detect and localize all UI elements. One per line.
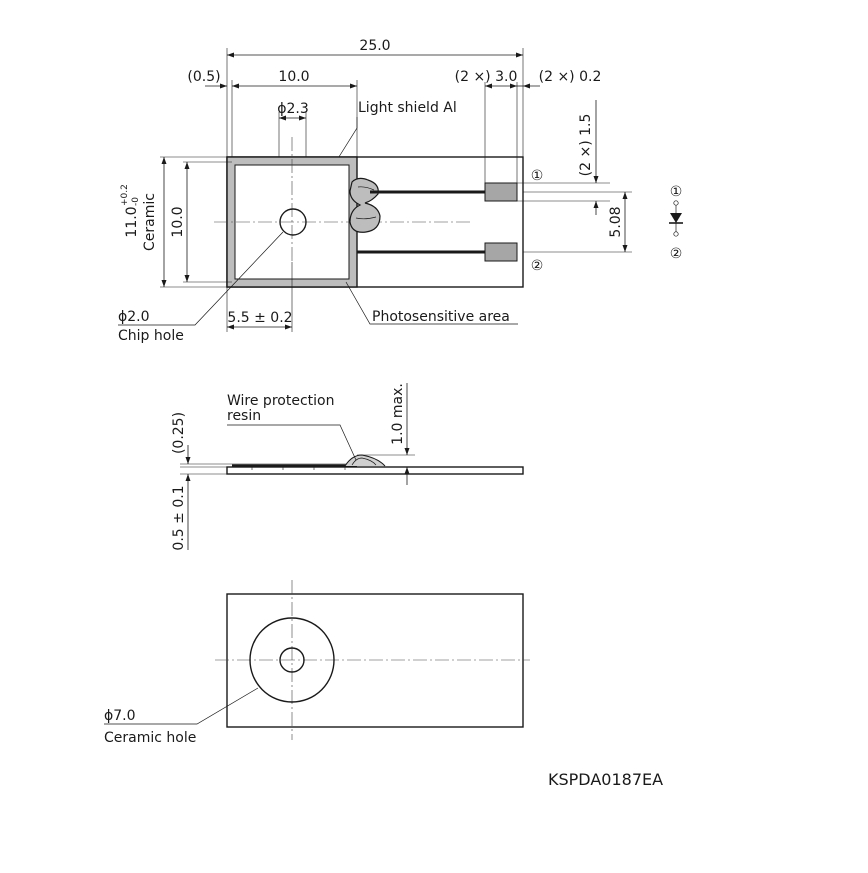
wire-protection-label-2: resin bbox=[227, 408, 261, 424]
lead-spacing-label: (2 ×) 3.0 bbox=[455, 69, 518, 85]
svg-text:②: ② bbox=[670, 246, 683, 262]
svg-text:①: ① bbox=[670, 184, 683, 200]
side-ceramic-body bbox=[226, 466, 524, 475]
photosensitive-label: Photosensitive area bbox=[372, 309, 510, 325]
center-offset-label: 5.5 ± 0.2 bbox=[227, 310, 292, 326]
ceramic-tol-upper: +0.2 bbox=[120, 184, 130, 206]
side-wire-resin bbox=[344, 454, 386, 467]
ceramic-word-label: Ceramic bbox=[142, 193, 158, 251]
drawing-code: KSPDA0187EA bbox=[548, 770, 663, 789]
ceramic-tol-lower: -0 bbox=[131, 197, 141, 206]
light-shield-label: Light shield Al bbox=[358, 100, 457, 116]
bottom-ceramic-body bbox=[226, 593, 524, 728]
top-view: 25.0 (0.5) 10.0 (2 ×) 3.0 (2 ×) 0.2 ϕ2.3… bbox=[118, 38, 683, 344]
ceramic-hole-label: Ceramic hole bbox=[104, 730, 196, 746]
aperture-dia-label: ϕ2.3 bbox=[277, 101, 309, 117]
diode-symbol: ① ② bbox=[669, 184, 683, 262]
chip-hole-label: Chip hole bbox=[118, 328, 184, 344]
chip-width-label: 10.0 bbox=[278, 69, 309, 85]
chip-height-label: 10.0 bbox=[170, 206, 186, 237]
overall-length-label: 25.0 bbox=[359, 38, 390, 54]
resin-gap-label: (0.25) bbox=[171, 412, 187, 454]
lead-end-label: (2 ×) 0.2 bbox=[539, 69, 602, 85]
ceramic-hole-dia-label: ϕ7.0 bbox=[104, 708, 136, 724]
ceramic-hole bbox=[249, 617, 335, 703]
pin1-label: ① bbox=[531, 168, 544, 184]
ceramic-height-label: 11.0 bbox=[124, 206, 140, 237]
bottom-view: ϕ7.0 Ceramic hole bbox=[104, 580, 530, 746]
chip-hole bbox=[279, 208, 307, 236]
lead-pad-1 bbox=[484, 182, 518, 202]
thickness-label: 0.5 ± 0.1 bbox=[171, 485, 187, 550]
resin-height-label: 1.0 max. bbox=[390, 383, 406, 445]
side-view: Wire protection resin 1.0 max. (0.25) 0.… bbox=[171, 383, 524, 551]
chip-hole-dia-label: ϕ2.0 bbox=[118, 309, 150, 325]
left-offset-label: (0.5) bbox=[187, 69, 220, 85]
wire-protection-label-1: Wire protection bbox=[227, 393, 334, 409]
lead-pad-2 bbox=[484, 242, 518, 262]
pin2-label: ② bbox=[531, 258, 544, 274]
pitch-label: 5.08 bbox=[608, 206, 624, 237]
chip-hole-bottom bbox=[279, 647, 305, 673]
lead-width-label: (2 ×) 1.5 bbox=[578, 114, 594, 177]
